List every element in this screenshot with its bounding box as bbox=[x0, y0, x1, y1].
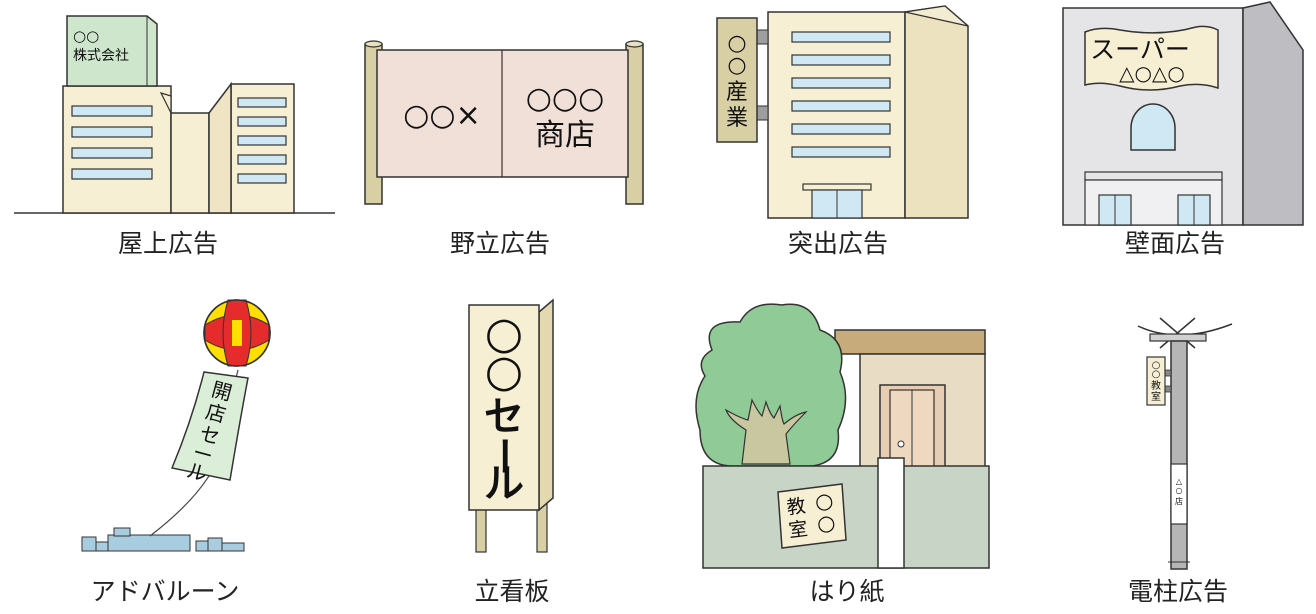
projecting-ad-illustration: ○ ○ 産 業 突出広告 bbox=[716, 5, 969, 258]
wall-ad-illustration: スーパー △○△○ 壁面広告 bbox=[1062, 1, 1304, 258]
utility-pole bbox=[1170, 340, 1188, 570]
caption-rooftop-ad: 屋上広告 bbox=[118, 229, 218, 258]
fence-wall bbox=[702, 465, 990, 569]
svg-text:室: 室 bbox=[787, 518, 809, 542]
svg-text:○: ○ bbox=[727, 31, 746, 56]
rooftop-sign-line1: ○○ bbox=[73, 27, 99, 45]
standing-board-text: ○ ○ セ ー ル bbox=[480, 308, 526, 507]
poster-paper bbox=[777, 483, 847, 549]
caption-utility-pole-ad: 電柱広告 bbox=[1128, 577, 1228, 606]
caption-ad-balloon: アドバルーン bbox=[91, 577, 240, 606]
caption-standing-board: 立看板 bbox=[474, 577, 549, 606]
svg-text:○: ○ bbox=[1176, 486, 1183, 495]
svg-text:教: 教 bbox=[785, 495, 807, 519]
rooftop-ad-illustration: ○○ 株式会社 屋上広告 bbox=[14, 15, 335, 258]
utility-pole-ad-illustration: ○ ○ 教 室 △ ○ 店 電柱広告 bbox=[1128, 317, 1233, 606]
svg-text:○: ○ bbox=[1152, 369, 1161, 380]
caption-wall-ad: 壁面広告 bbox=[1125, 229, 1225, 258]
pole-lower-band-text: △ ○ 店 bbox=[1175, 477, 1183, 506]
svg-text:○: ○ bbox=[814, 488, 835, 514]
rooftop-sign-line2: 株式会社 bbox=[73, 48, 129, 64]
svg-text:○: ○ bbox=[727, 53, 746, 78]
svg-text:室: 室 bbox=[1151, 390, 1161, 403]
poster-illustration: 教 室 ○ ○ はり紙 bbox=[695, 303, 990, 606]
poster-text: 教 室 ○ ○ bbox=[785, 488, 836, 542]
svg-text:ル: ル bbox=[484, 461, 524, 507]
billboard-right-top: ○○○ bbox=[526, 81, 605, 116]
standing-board-illustration: ○ ○ セ ー ル 立看板 bbox=[468, 298, 554, 606]
svg-text:△: △ bbox=[1176, 477, 1183, 486]
caption-poster: はり紙 bbox=[809, 577, 884, 606]
svg-text:教: 教 bbox=[1151, 379, 1161, 392]
pole-upper-sign-text: ○ ○ 教 室 bbox=[1151, 360, 1161, 403]
svg-text:セ: セ bbox=[484, 394, 524, 440]
svg-text:○: ○ bbox=[485, 346, 523, 397]
tree bbox=[695, 303, 847, 467]
svg-text:産: 産 bbox=[726, 80, 748, 105]
billboard-left-text: ○○× bbox=[403, 98, 481, 133]
caption-billboard-ad: 野立広告 bbox=[450, 229, 550, 258]
rooftop-left-windows bbox=[71, 105, 153, 180]
billboard-right-bottom: 商店 bbox=[535, 118, 595, 153]
ad-balloon-illustration: 開 店 セ ー ル アドバルーン bbox=[81, 299, 271, 606]
wall-sign-line2: △○△○ bbox=[1119, 61, 1185, 85]
svg-text:○: ○ bbox=[816, 510, 837, 536]
svg-text:○: ○ bbox=[485, 308, 523, 359]
svg-text:業: 業 bbox=[726, 106, 748, 131]
projecting-sign-text: ○ ○ 産 業 bbox=[726, 31, 748, 131]
wall-sign-line1: スーパー bbox=[1090, 35, 1190, 64]
svg-text:店: 店 bbox=[1175, 496, 1183, 506]
balloon-ground-buildings bbox=[81, 527, 245, 552]
svg-text:○: ○ bbox=[1152, 360, 1161, 371]
caption-projecting-ad: 突出広告 bbox=[788, 229, 888, 258]
svg-text:ー: ー bbox=[480, 436, 526, 476]
billboard-ad-illustration: ○○× ○○○ 商店 野立広告 bbox=[364, 40, 644, 258]
